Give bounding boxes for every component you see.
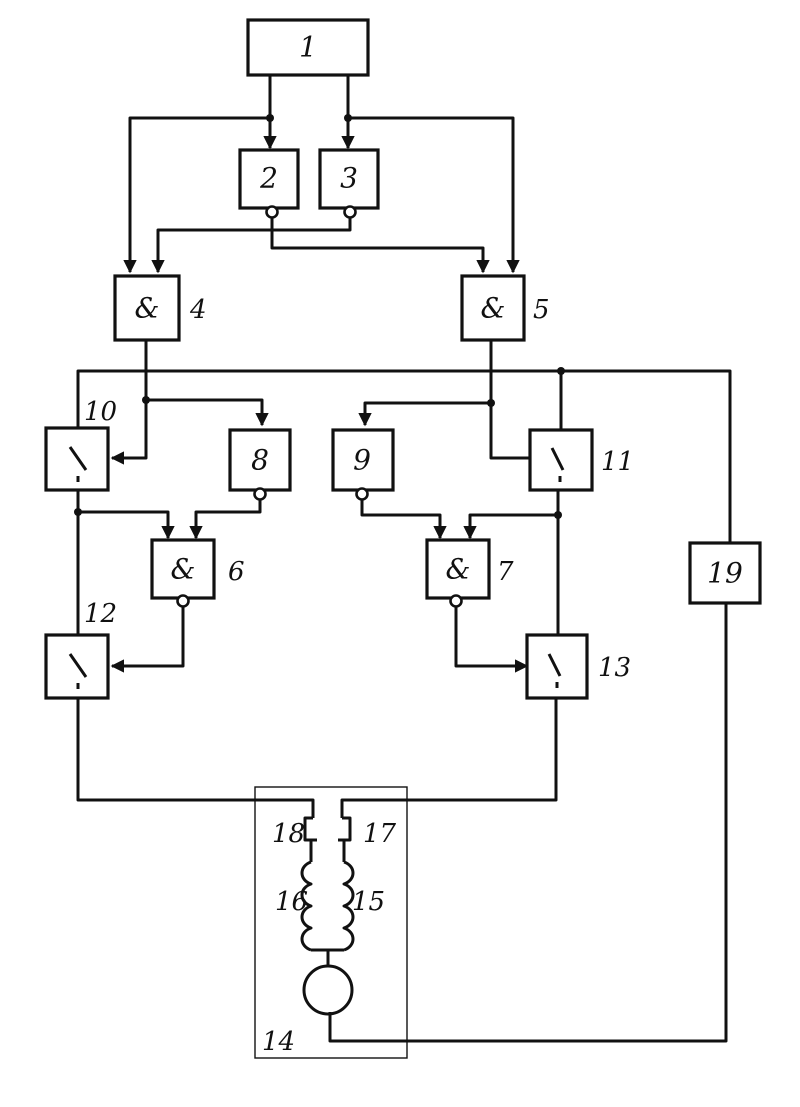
block-1: 1 xyxy=(248,20,368,75)
block-2: 2 xyxy=(240,150,298,218)
ref-7: 7 xyxy=(497,557,514,587)
ref-16: 16 xyxy=(275,887,308,917)
block-19: 19 xyxy=(690,543,760,603)
switch-11 xyxy=(530,430,592,490)
and-gate-5: & xyxy=(462,276,524,340)
block-8: 8 xyxy=(230,430,290,500)
block-9: 9 xyxy=(333,430,393,500)
and-gate-5-symbol: & xyxy=(481,292,506,325)
switch-12 xyxy=(46,635,108,698)
ref-12: 12 xyxy=(84,599,117,629)
and-gate-4-symbol: & xyxy=(135,292,160,325)
and-gate-6: & xyxy=(152,540,214,607)
ref-5: 5 xyxy=(533,295,550,325)
ref-10: 10 xyxy=(84,397,117,427)
block-3-label: 3 xyxy=(340,162,358,195)
block-8-label: 8 xyxy=(251,444,269,477)
ref-15: 15 xyxy=(352,887,385,917)
ref-17: 17 xyxy=(363,819,397,849)
switch-10 xyxy=(46,428,108,490)
and-gate-4: & xyxy=(115,276,179,340)
block-3: 3 xyxy=(320,150,378,218)
and-gate-6-symbol: & xyxy=(171,553,196,586)
block-9-label: 9 xyxy=(353,444,371,477)
switch-13 xyxy=(527,635,587,698)
block-2-label: 2 xyxy=(259,162,278,195)
ref-4: 4 xyxy=(189,295,207,325)
ref-14: 14 xyxy=(262,1027,295,1057)
ref-18: 18 xyxy=(272,819,305,849)
and-gate-7: & xyxy=(427,540,489,607)
ref-13: 13 xyxy=(598,653,631,683)
block-1-label: 1 xyxy=(299,31,317,64)
ref-6: 6 xyxy=(228,557,245,587)
ref-11: 11 xyxy=(601,447,634,477)
block-19-label: 19 xyxy=(707,557,743,590)
and-gate-7-symbol: & xyxy=(446,553,471,586)
